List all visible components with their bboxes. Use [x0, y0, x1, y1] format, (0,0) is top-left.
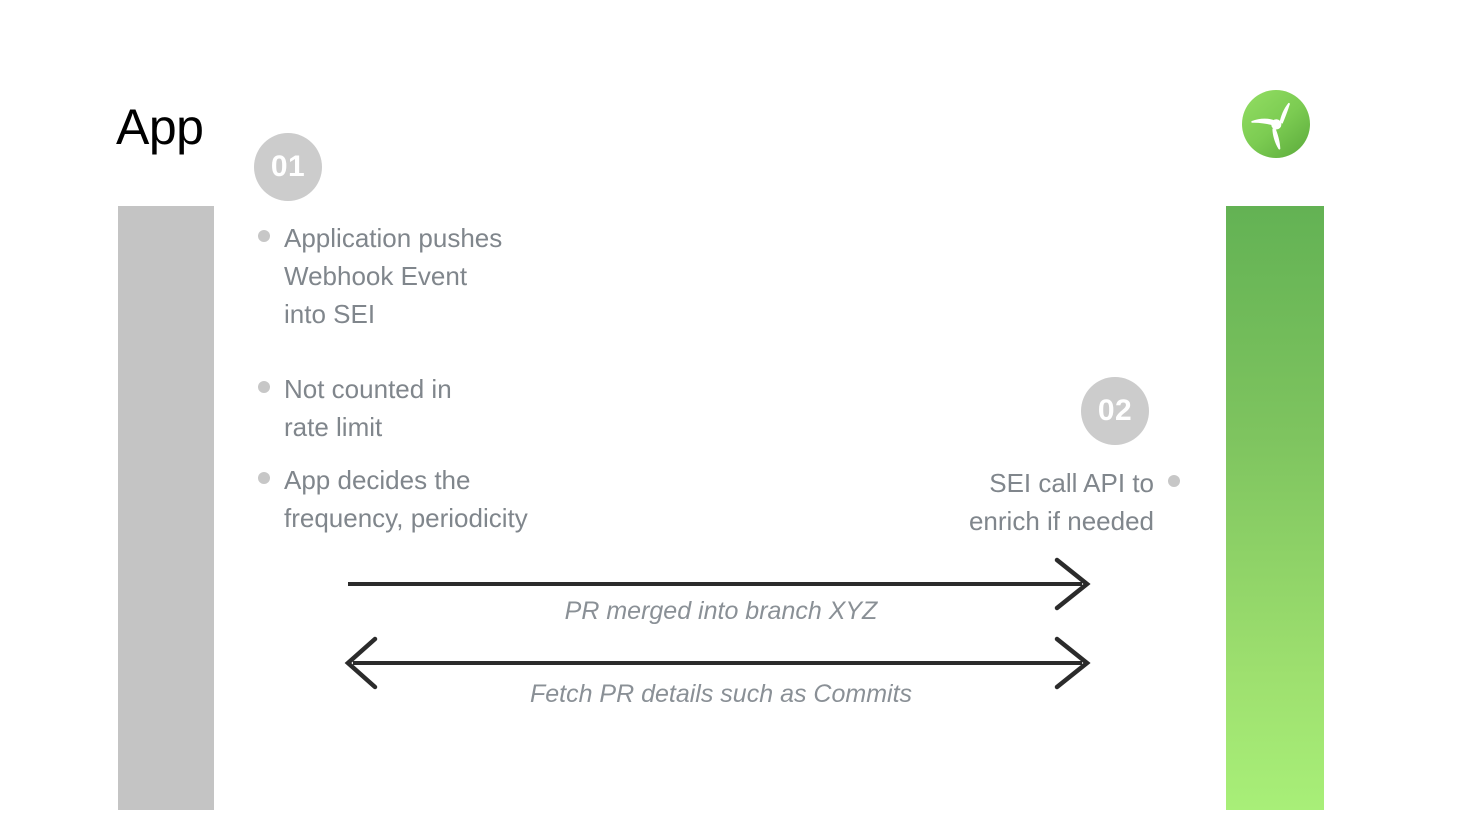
arrow-fetch-pr-details	[344, 636, 1091, 690]
step-badge-01: 01	[254, 133, 322, 201]
app-lane-bar	[118, 206, 214, 810]
bullet-item-not-counted: Not counted in rate limit	[258, 370, 452, 446]
bullet-item-app-decides: App decides the frequency, periodicity	[258, 461, 528, 537]
arrow-label-pr-merged: PR merged into branch XYZ	[564, 597, 878, 625]
sequence-arrows	[344, 557, 1091, 690]
bullet-dot-icon	[258, 230, 270, 242]
bullet-item-application-pushes: Application pushes Webhook Event into SE…	[258, 219, 502, 333]
bullet-text: SEI call API to enrich if needed	[968, 468, 1154, 536]
harness-propeller-logo	[1241, 89, 1311, 159]
bullet-text: Not counted in rate limit	[284, 374, 452, 442]
bullet-text: App decides the frequency, periodicity	[284, 465, 528, 533]
bullet-dot-icon	[1168, 475, 1180, 487]
bullet-dot-icon	[258, 381, 270, 393]
step-badge-01-label: 01	[270, 150, 306, 183]
step-badge-02: 02	[1081, 377, 1149, 445]
sei-lane-bar	[1226, 206, 1324, 810]
bullet-item-sei-call-api: SEI call API to enrich if needed	[930, 464, 1180, 540]
bullet-text: Application pushes Webhook Event into SE…	[284, 223, 503, 329]
step-badge-02-label: 02	[1097, 394, 1133, 427]
arrow-label-fetch-pr-details: Fetch PR details such as Commits	[529, 680, 913, 708]
bullet-dot-icon	[258, 472, 270, 484]
arrow-pr-merged	[348, 557, 1091, 611]
page-title: App	[116, 99, 204, 155]
